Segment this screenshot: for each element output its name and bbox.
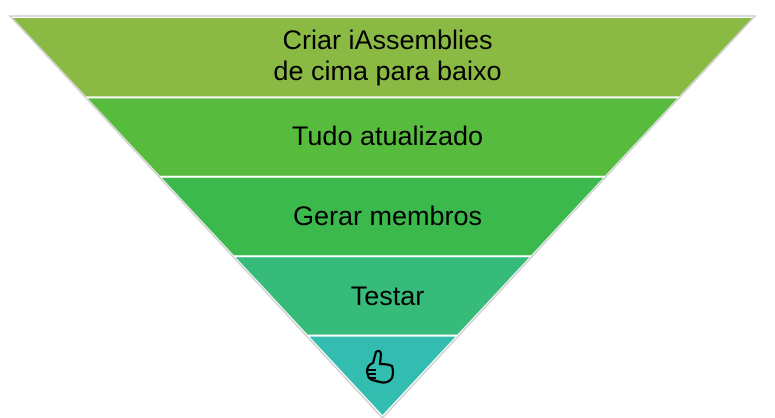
level-4-label: Testar [350, 281, 425, 311]
funnel-level-5 [309, 336, 456, 415]
funnel-level-3 [161, 177, 604, 256]
level-2-label: Tudo atualizado [291, 121, 484, 151]
level-1-line-1: Criar iAssemblies [282, 25, 493, 55]
level-3-label: Gerar membros [292, 201, 483, 231]
level-1-line-2: de cima para baixo [273, 56, 502, 86]
funnel-level-4 [235, 257, 530, 335]
thumbs-up-icon [365, 349, 395, 384]
funnel-level-1 [13, 18, 752, 97]
level-1-label: Criar iAssemblies de cima para baixo [0, 25, 775, 87]
funnel-level-2 [87, 98, 678, 176]
